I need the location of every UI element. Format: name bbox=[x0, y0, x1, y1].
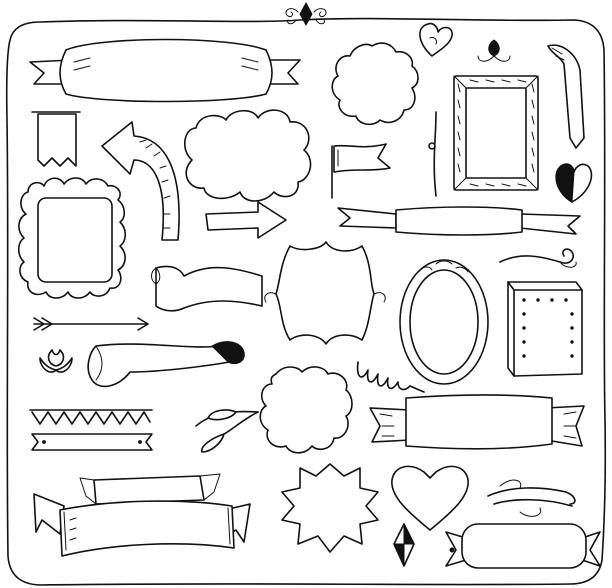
starburst-badge bbox=[281, 463, 379, 553]
scalloped-round-frame bbox=[259, 366, 353, 454]
vertical-ribbon-tag bbox=[547, 44, 585, 149]
lotus-flower-icon bbox=[39, 349, 73, 373]
spring-squiggle bbox=[356, 361, 425, 393]
hook-line-doodle bbox=[428, 111, 437, 197]
ribbon-banner-top-left bbox=[29, 38, 301, 103]
tulip-sprig-doodle bbox=[477, 39, 511, 62]
hanging-pennant bbox=[31, 111, 81, 167]
candy-label-tag bbox=[445, 523, 601, 569]
feather-arrow-small bbox=[33, 317, 149, 331]
oval-scalloped-frame bbox=[399, 259, 489, 385]
layered-ribbon-banner bbox=[33, 473, 251, 557]
filigree-flourish bbox=[487, 479, 576, 517]
waving-flag bbox=[331, 143, 391, 199]
half-filled-heart bbox=[555, 163, 593, 203]
heart-outline-large bbox=[391, 465, 469, 531]
scalloped-square-frame bbox=[17, 177, 127, 299]
block-arrow-right bbox=[205, 201, 287, 239]
zigzag-bunting bbox=[29, 409, 153, 425]
long-ribbon-banner bbox=[337, 206, 581, 236]
scroll-ribbon bbox=[151, 265, 263, 312]
curved-arrow-doodle bbox=[101, 121, 180, 241]
small-banner-bar bbox=[31, 433, 153, 451]
top-flourish-ornament bbox=[285, 1, 327, 27]
leaf-sprig bbox=[195, 409, 259, 453]
ribbon-banner-lower-right bbox=[369, 394, 585, 450]
curled-scroll-banner bbox=[87, 341, 245, 388]
swirl-flourish bbox=[499, 248, 577, 268]
round-scalloped-badge bbox=[331, 42, 419, 126]
diamond-gem-icon bbox=[393, 523, 415, 567]
dotted-box-frame bbox=[507, 281, 583, 377]
outer-border-frame bbox=[5, 17, 607, 586]
ornate-label-frame bbox=[264, 241, 386, 345]
scalloped-frame-cloud bbox=[184, 109, 312, 202]
rectangular-picture-frame bbox=[453, 75, 539, 191]
heart-outline-small bbox=[419, 22, 453, 57]
